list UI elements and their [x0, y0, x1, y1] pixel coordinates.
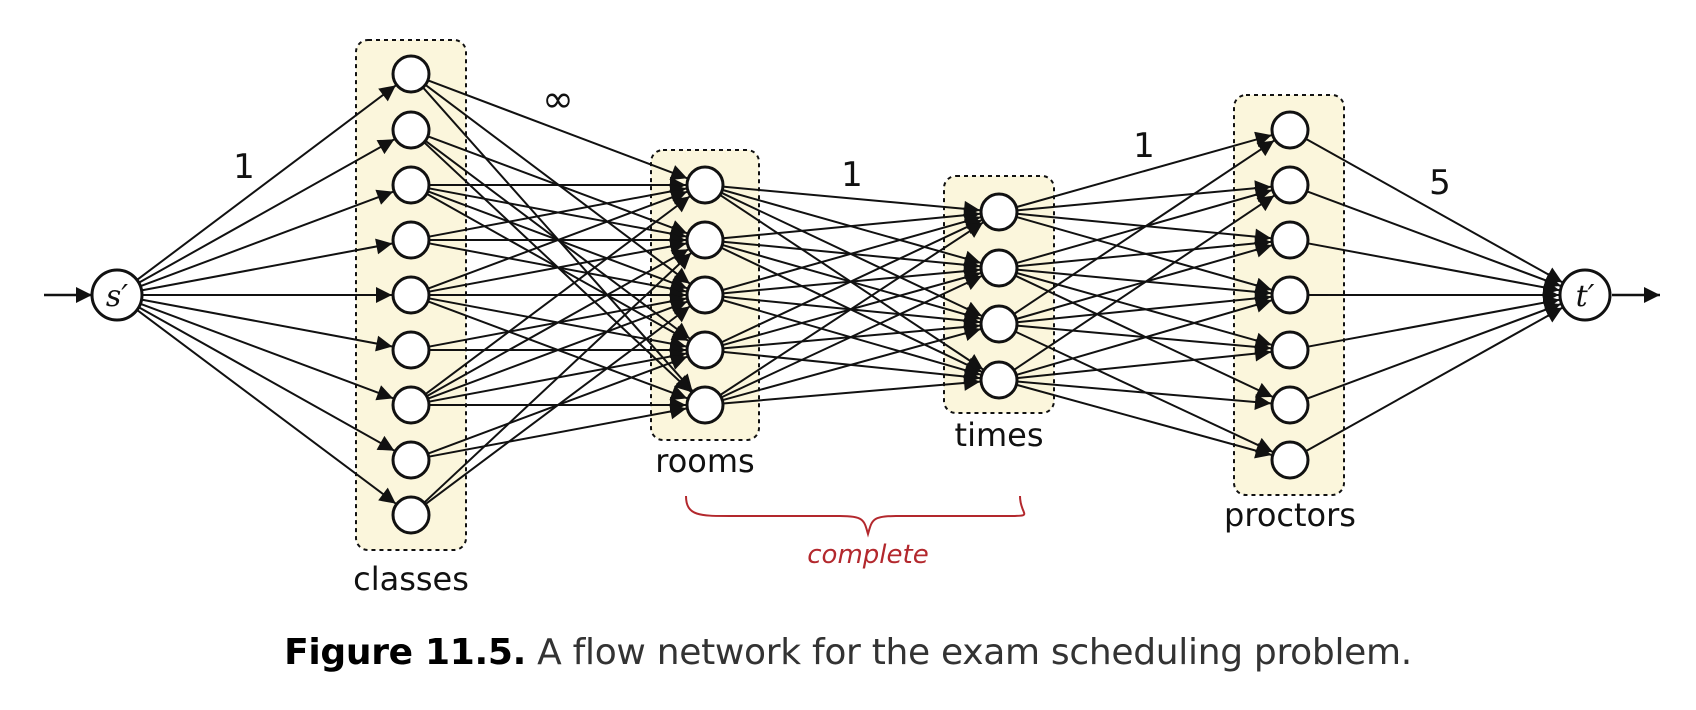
flow-edge: [426, 248, 689, 398]
edges: [136, 79, 1563, 506]
flow-edge: [423, 252, 692, 504]
flow-edge: [1013, 194, 1275, 371]
complete-label: complete: [807, 540, 928, 570]
flow-edge: [427, 189, 688, 290]
figure-caption: Figure 11.5. A flow network for the exam…: [0, 632, 1696, 673]
flow-edge: [1306, 190, 1561, 288]
nodes: [90, 54, 1612, 535]
class-node: [391, 330, 431, 370]
proctor-node: [1270, 110, 1310, 150]
capacity-proctors-sink: 5: [1429, 163, 1451, 203]
flow-edge: [1016, 290, 1272, 324]
proctor-node: [1270, 220, 1310, 260]
flow-edge: [719, 221, 984, 396]
flow-edge: [1013, 139, 1275, 315]
flow-edge: [1016, 235, 1272, 268]
classes-label: classes: [353, 560, 469, 598]
flow-edge: [427, 79, 688, 181]
flow-edge: [428, 238, 687, 293]
class-node: [391, 440, 431, 480]
time-node: [979, 248, 1019, 288]
proctor-node: [1270, 165, 1310, 205]
room-node: [685, 220, 725, 260]
room-node: [685, 330, 725, 370]
capacity-classes-rooms: ∞: [542, 77, 574, 121]
proctor-node: [1270, 385, 1310, 425]
capacity-source-classes: 1: [233, 147, 255, 187]
flow-edge: [1305, 137, 1563, 284]
proctor-node: [1270, 330, 1310, 370]
flow-network-diagram: s′ t′ 1 ∞ 1 1 5 classes rooms times proc…: [44, 39, 1660, 598]
sink-label: t′: [1576, 279, 1595, 314]
flow-edge: [1307, 242, 1560, 296]
flow-edge: [722, 207, 981, 240]
flow-edge: [1307, 294, 1560, 348]
flow-edge: [722, 374, 981, 405]
class-node: [391, 54, 431, 94]
class-node: [391, 275, 431, 315]
flow-edge: [722, 325, 981, 402]
class-node: [391, 165, 431, 205]
time-node: [979, 192, 1019, 232]
figure-caption-text: A flow network for the exam scheduling p…: [537, 632, 1412, 673]
flow-edge: [1016, 380, 1272, 410]
flow-edge: [424, 195, 691, 396]
flow-edge: [1016, 345, 1272, 380]
flow-edge: [140, 302, 394, 401]
class-node: [391, 385, 431, 425]
flow-edge: [136, 309, 397, 505]
flow-edge: [141, 238, 393, 292]
room-node: [685, 385, 725, 425]
flow-edge: [1305, 306, 1563, 453]
flow-edge: [428, 403, 687, 458]
figure-number: Figure 11.5.: [284, 632, 526, 673]
class-node: [391, 220, 431, 260]
flow-edge: [720, 275, 983, 399]
source-label: s′: [106, 279, 128, 314]
capacity-times-proctors: 1: [1133, 126, 1155, 166]
class-node: [391, 110, 431, 150]
flow-edge: [722, 213, 981, 292]
proctor-node: [1270, 440, 1310, 480]
flow-edge: [138, 306, 395, 452]
flow-edge: [722, 185, 981, 217]
room-node: [685, 275, 725, 315]
room-node: [685, 165, 725, 205]
flow-edge: [141, 298, 393, 352]
rooms-label: rooms: [655, 442, 754, 480]
flow-edge: [720, 219, 983, 344]
times-label: times: [955, 416, 1044, 454]
flow-edge: [1016, 180, 1272, 212]
proctors-label: proctors: [1224, 496, 1356, 534]
class-node: [391, 495, 431, 535]
time-node: [979, 304, 1019, 344]
flow-edge: [1306, 302, 1561, 400]
flow-edge: [428, 183, 687, 238]
flow-edge: [138, 138, 395, 284]
flow-edge: [1016, 131, 1272, 209]
flow-edge: [424, 305, 691, 506]
time-node: [979, 360, 1019, 400]
capacity-rooms-times: 1: [841, 155, 863, 195]
flow-edge: [1016, 383, 1272, 459]
sink-node: [1558, 268, 1612, 322]
flow-edge: [140, 189, 394, 288]
flow-edge: [136, 84, 397, 281]
flow-edge: [1015, 297, 1273, 376]
complete-brace: [685, 495, 1026, 538]
source-node: [90, 268, 144, 322]
proctor-node: [1270, 275, 1310, 315]
flow-edge: [427, 299, 688, 400]
